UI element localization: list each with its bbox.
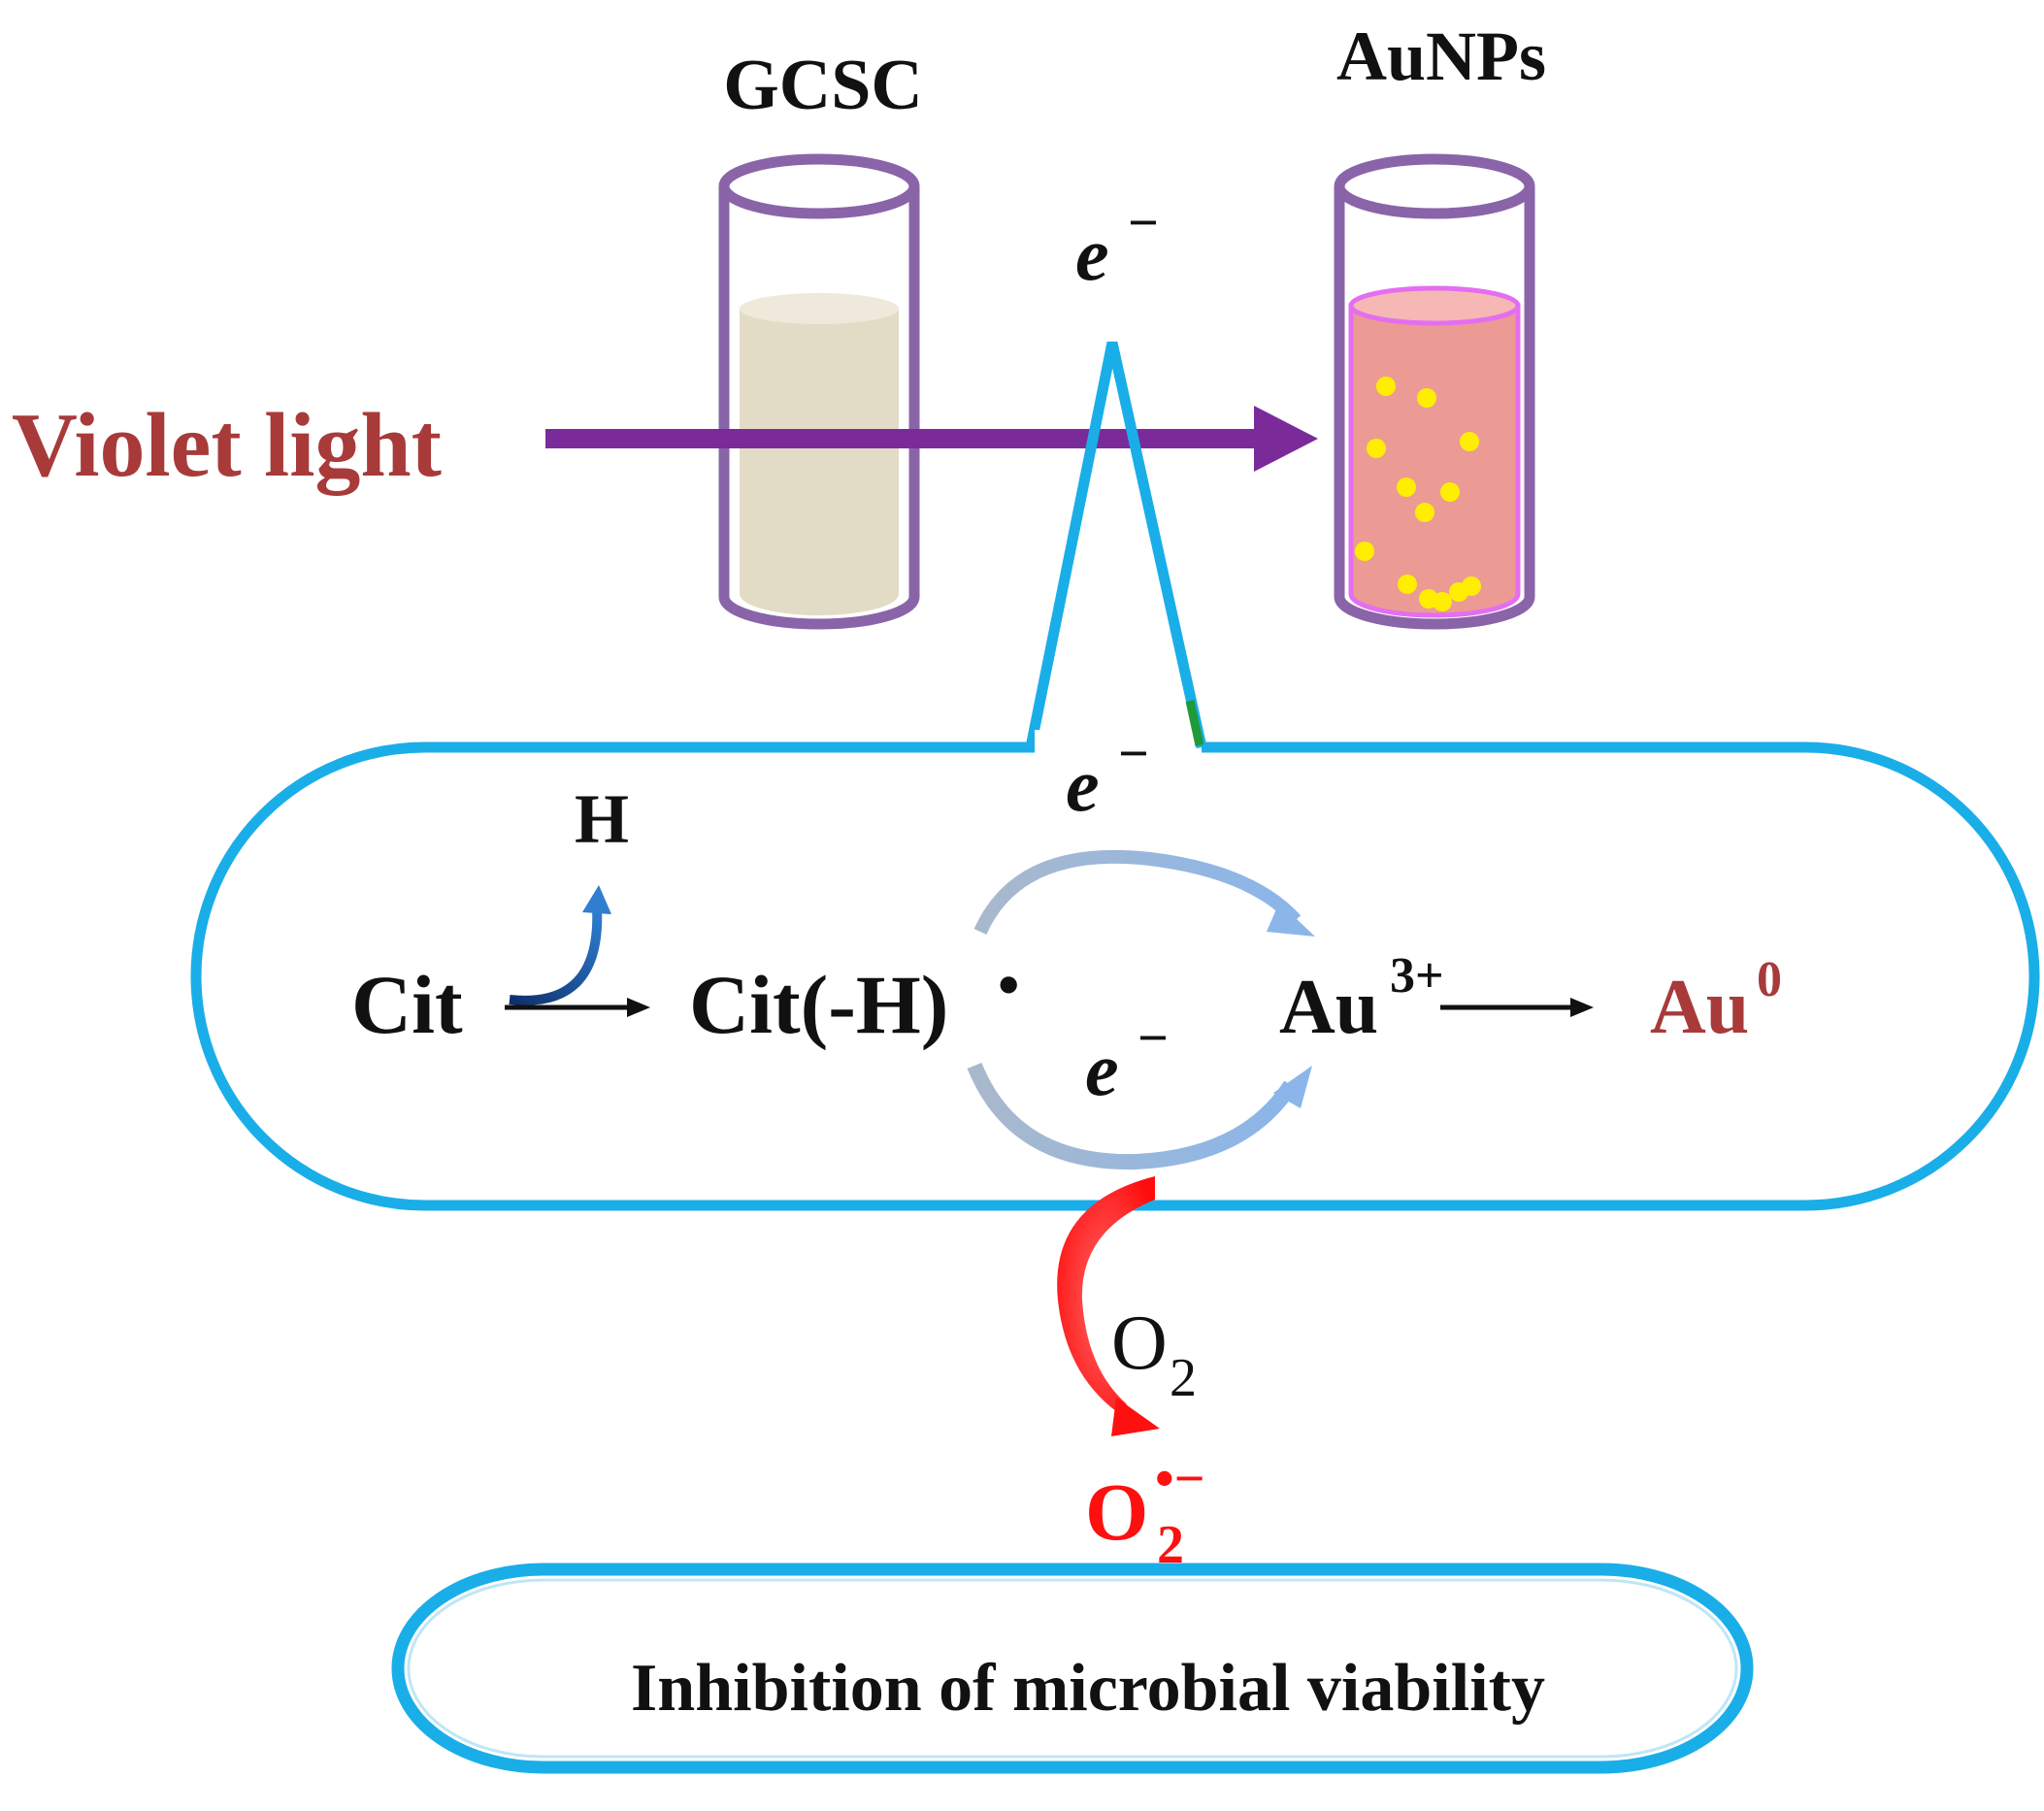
- svg-text:Au: Au: [1279, 965, 1378, 1050]
- svg-text:−: −: [1118, 724, 1149, 784]
- electron-transfer-arc-top: [973, 849, 1302, 935]
- svg-text:e: e: [1066, 742, 1100, 827]
- svg-text:2: 2: [1170, 1348, 1197, 1408]
- h-label: H: [575, 780, 629, 858]
- oxygen-reduction-arrow: [1057, 1176, 1155, 1425]
- svg-text:3+: 3+: [1390, 948, 1444, 1004]
- reduction-arrow: [1440, 998, 1594, 1017]
- gcsc-label: GCSC: [723, 46, 923, 125]
- svg-text:−: −: [1128, 193, 1159, 253]
- electron-membrane-label: e −: [1066, 724, 1149, 827]
- superoxide-label: O 2 •−: [1085, 1449, 1205, 1575]
- gold-nanoparticles: [1355, 377, 1481, 611]
- svg-text:e: e: [1075, 212, 1109, 296]
- gcsc-tube: GCSC: [718, 46, 923, 630]
- svg-text:O: O: [1085, 1467, 1148, 1558]
- h-release-arrow: [509, 906, 603, 1005]
- aunps-label: AuNPs: [1336, 17, 1546, 95]
- svg-text:O: O: [1111, 1301, 1168, 1386]
- svg-text:Au: Au: [1650, 965, 1749, 1050]
- violet-light-label: Violet light: [12, 395, 442, 496]
- electron-top-label: e −: [1075, 193, 1159, 296]
- violet-light-arrow: [545, 406, 1318, 472]
- svg-text:•: •: [998, 950, 1019, 1019]
- aunps-tube: AuNPs: [1334, 17, 1546, 630]
- cit-radical-label: Cit(-H) •: [689, 950, 1019, 1051]
- cell-membrane: [190, 341, 2040, 1211]
- svg-text:0: 0: [1757, 952, 1782, 1007]
- inhibition-capsule: Inhibition of microbial viability: [391, 1563, 1754, 1774]
- electron-cycle-label: e −: [1085, 1008, 1169, 1111]
- svg-text:Cit(-H): Cit(-H): [689, 958, 948, 1051]
- svg-text:−: −: [1137, 1008, 1169, 1069]
- electron-transfer-arc-bottom: [967, 1062, 1298, 1170]
- cit-label: Cit: [351, 958, 463, 1051]
- svg-text:e: e: [1085, 1027, 1119, 1111]
- au3-label: Au 3+: [1279, 948, 1444, 1050]
- au0-label: Au 0: [1650, 952, 1782, 1050]
- svg-text:•−: •−: [1155, 1449, 1205, 1509]
- cit-arrow: [505, 998, 650, 1017]
- o2-label: O 2: [1111, 1301, 1197, 1408]
- inhibition-label: Inhibition of microbial viability: [631, 1651, 1545, 1726]
